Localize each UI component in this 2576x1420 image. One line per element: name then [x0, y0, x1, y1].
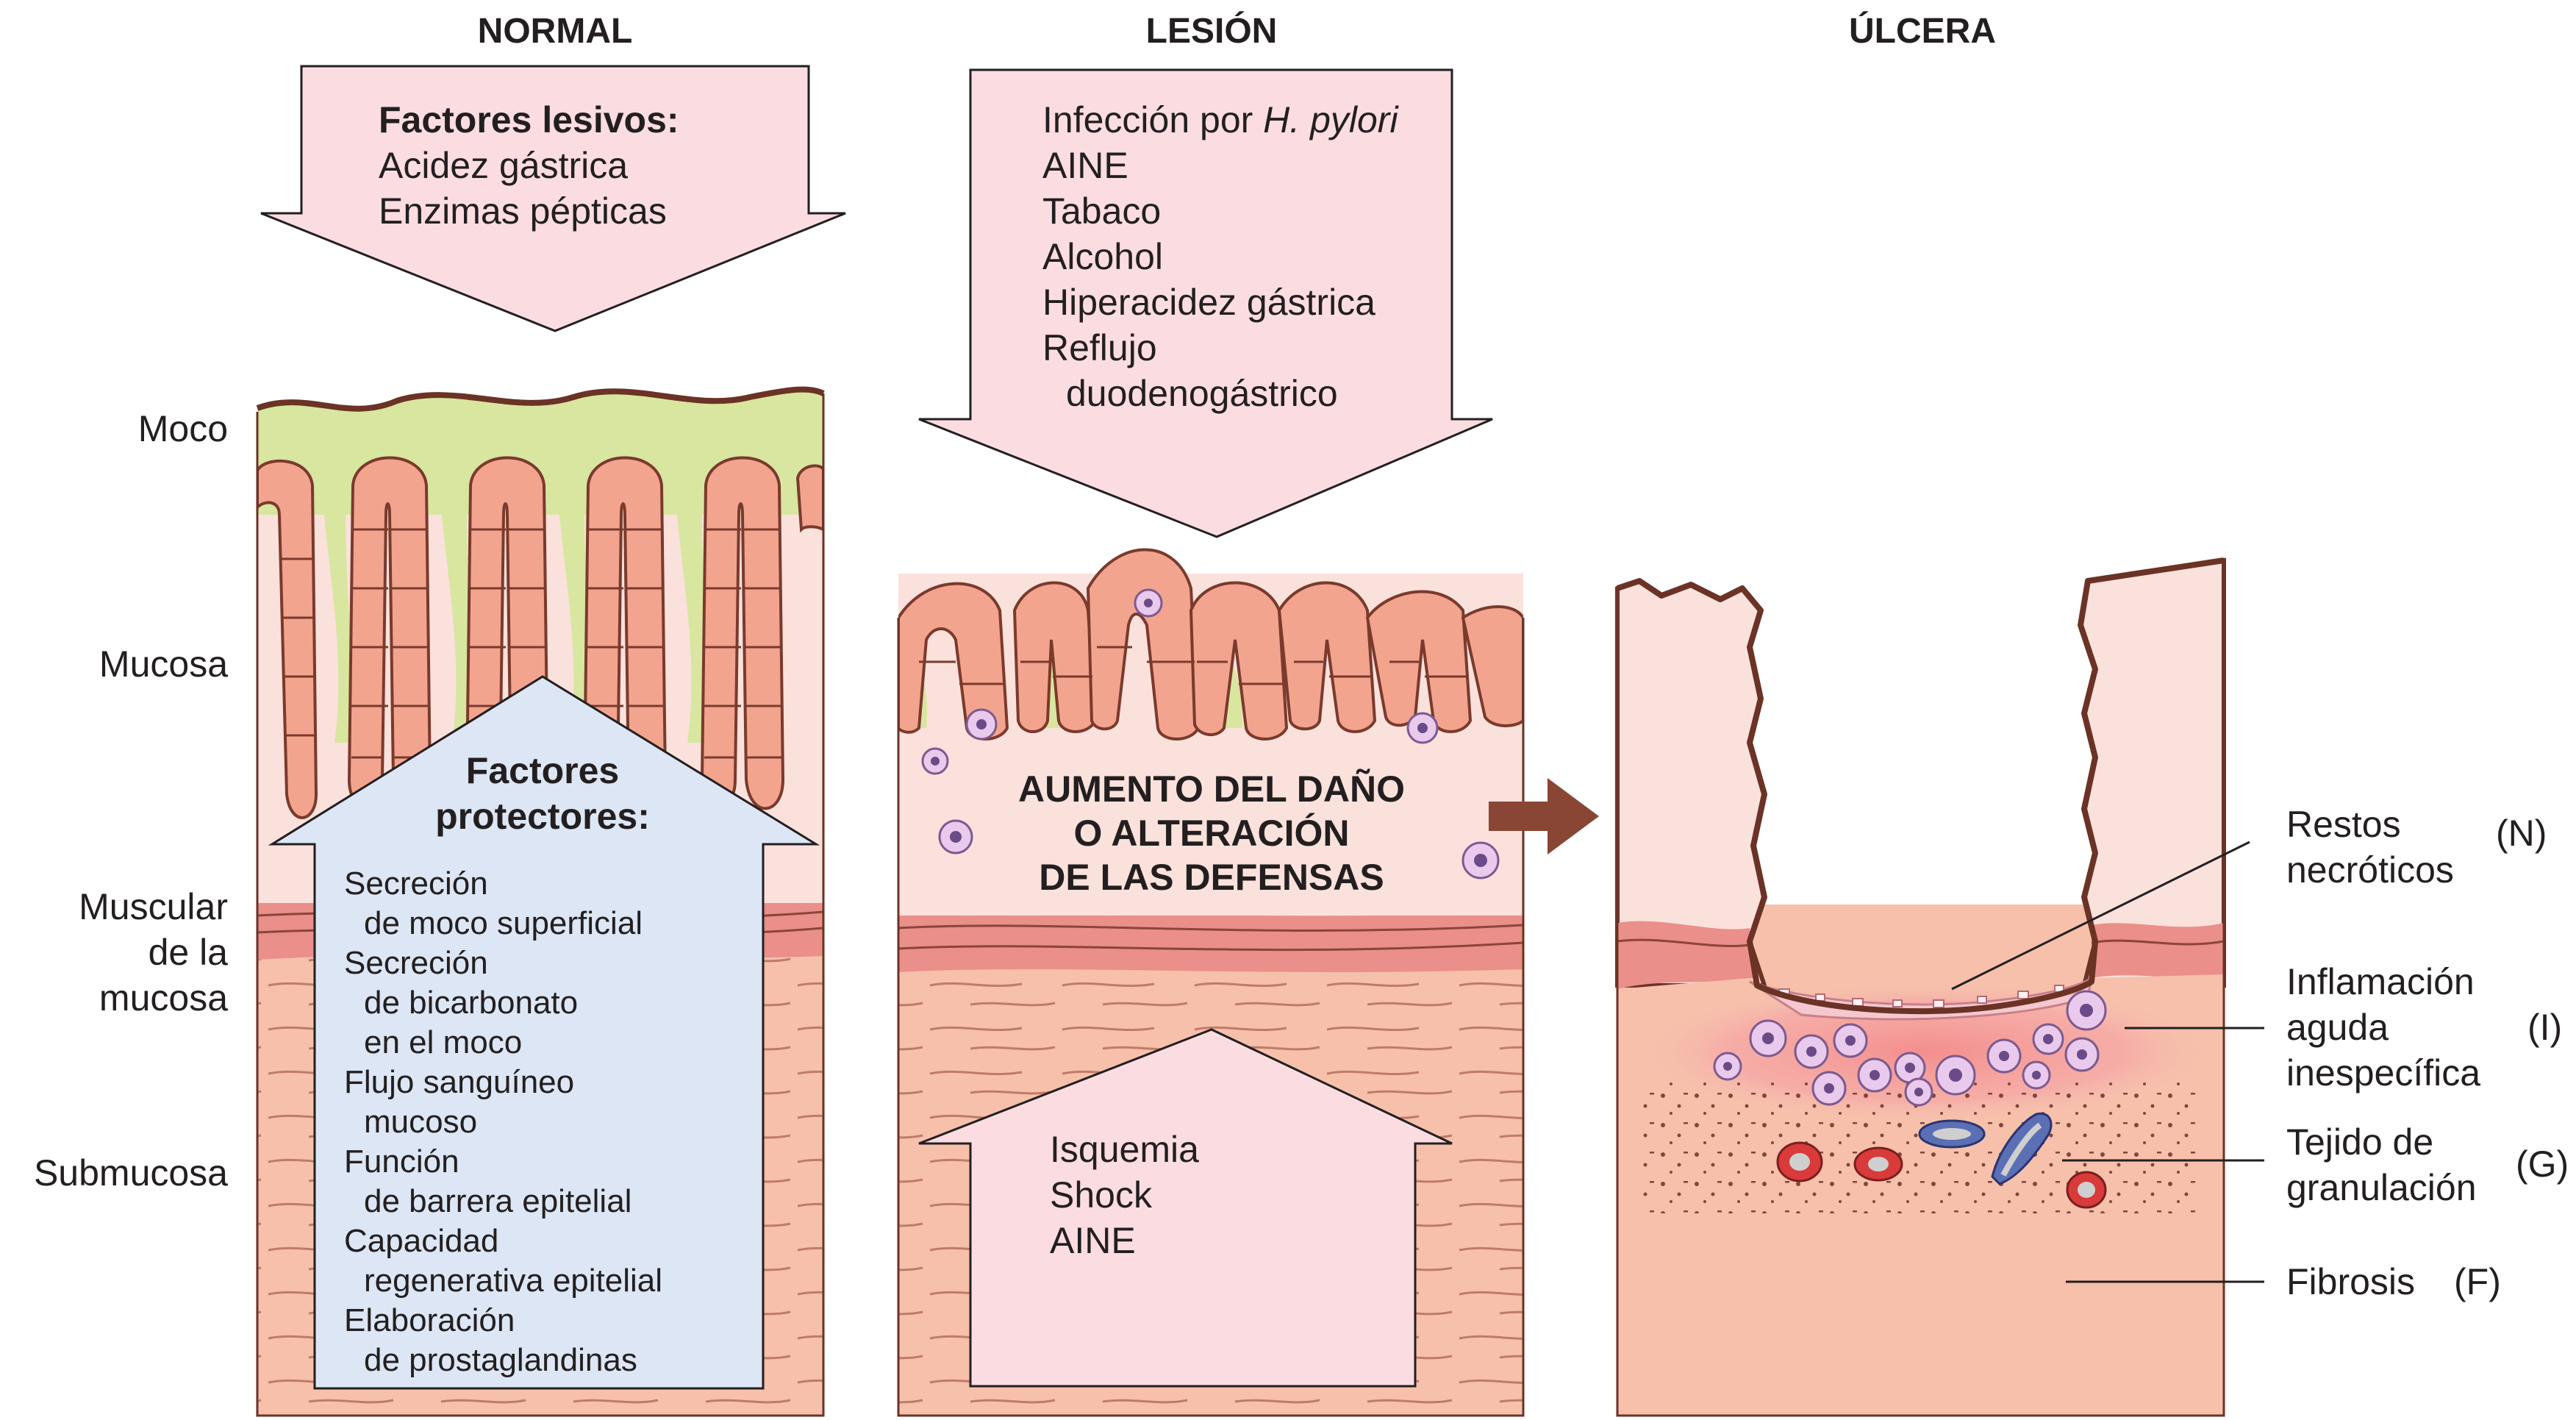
lesion-inflammatory-cells [921, 588, 1500, 880]
lesion-damage-line-2: O ALTERACIÓN [1074, 813, 1350, 854]
lesion-aggressor-line: AINE [1042, 145, 1128, 186]
title-normal: NORMAL [478, 12, 633, 51]
harmful-heading: Factores lesivos: [379, 99, 679, 140]
leader-necrotic [1951, 841, 2250, 991]
ulcer-annotations: Restos necróticos (N) Inflamación aguda … [1951, 804, 2569, 1302]
ulcer-inflammatory-cells [1713, 990, 2107, 1107]
protective-line: Flujo sanguíneo [344, 1064, 574, 1100]
label-muscular-1: Muscular [79, 886, 228, 927]
protective-factors-arrow: Factores protectores: Secreción de moco … [268, 675, 820, 1390]
lesion-hpylori-italic: H. pylori [1263, 99, 1399, 140]
title-lesion: LESIÓN [1146, 10, 1278, 51]
harmful-item-1: Acidez gástrica [379, 145, 628, 186]
lesion-aggressor-line: duodenogástrico [1066, 373, 1338, 414]
protective-line: Función [344, 1144, 459, 1180]
lesion-hpylori-prefix: Infección por [1042, 99, 1263, 140]
protective-line: Capacidad [344, 1223, 498, 1259]
label-fibrosis-code: (F) [2454, 1261, 2501, 1302]
label-fibrosis: Fibrosis [2286, 1261, 2415, 1302]
lesion-damage-line-3: DE LAS DEFENSAS [1039, 857, 1384, 898]
label-mucosa: Mucosa [99, 643, 228, 685]
label-inflam-code: (I) [2527, 1007, 2562, 1048]
lesion-aggressors-arrow: Infección por H. pylori AINE Tabaco Alco… [918, 68, 1493, 538]
label-muscular-2: de la [149, 932, 229, 973]
title-ulcer: ÚLCERA [1849, 10, 1996, 51]
granulation-vessels [1776, 1112, 2107, 1209]
label-moco: Moco [138, 408, 228, 449]
protective-line: de bicarbonato [364, 985, 578, 1021]
lesion-ischemia-line: Shock [1050, 1174, 1153, 1216]
label-necrotic-code: (N) [2496, 813, 2547, 854]
protective-line: Secreción [344, 866, 488, 902]
label-inflam-1: Inflamación [2286, 961, 2475, 1002]
protective-heading-2: protectores: [435, 796, 650, 837]
label-gran-1: Tejido de [2286, 1121, 2433, 1163]
protective-line: regenerativa epitelial [364, 1263, 662, 1299]
lesion-aggressor-line: Infección por H. pylori [1042, 99, 1399, 140]
protective-list: Secreción de moco superficial Secreción … [344, 866, 662, 1378]
label-inflam-3: inespecífica [2286, 1052, 2480, 1093]
harmful-factors-arrow: Factores lesivos: Acidez gástrica Enzima… [260, 65, 846, 332]
protective-line: de moco superficial [364, 905, 643, 941]
protective-line: de barrera epitelial [364, 1183, 632, 1219]
label-submucosa: Submucosa [34, 1152, 228, 1194]
layer-labels: Moco Mucosa Muscular de la mucosa Submuc… [34, 408, 228, 1194]
label-necrotic-2: necróticos [2286, 849, 2454, 891]
lesion-aggressor-line: Hiperacidez gástrica [1042, 282, 1375, 323]
lesion-aggressor-line: Reflujo [1042, 327, 1157, 368]
lesion-aggressor-line: Alcohol [1042, 236, 1163, 277]
harmful-item-2: Enzimas pépticas [379, 190, 667, 232]
lesion-aggressor-line: Tabaco [1042, 190, 1161, 232]
label-necrotic-1: Restos [2286, 804, 2401, 845]
label-inflam-2: aguda [2286, 1007, 2389, 1048]
lesion-damage-line-1: AUMENTO DEL DAÑO [1018, 768, 1405, 810]
ulcer-tissue-panel [1615, 557, 2226, 1417]
protective-line: mucoso [364, 1104, 477, 1140]
lesion-ischemia-arrow: Isquemia Shock AINE [918, 1028, 1453, 1388]
protective-line: de prostaglandinas [364, 1342, 637, 1378]
lesion-ischemia-line: AINE [1050, 1220, 1136, 1261]
label-gran-2: granulación [2286, 1167, 2477, 1208]
label-gran-code: (G) [2516, 1144, 2569, 1185]
protective-line: en el moco [364, 1024, 522, 1060]
progression-arrow-icon [1489, 778, 1599, 855]
protective-line: Secreción [344, 945, 488, 981]
lesion-ischemia-line: Isquemia [1050, 1129, 1199, 1170]
label-muscular-3: mucosa [99, 977, 228, 1018]
protective-line: Elaboración [344, 1302, 515, 1338]
protective-heading-1: Factores [466, 750, 619, 791]
